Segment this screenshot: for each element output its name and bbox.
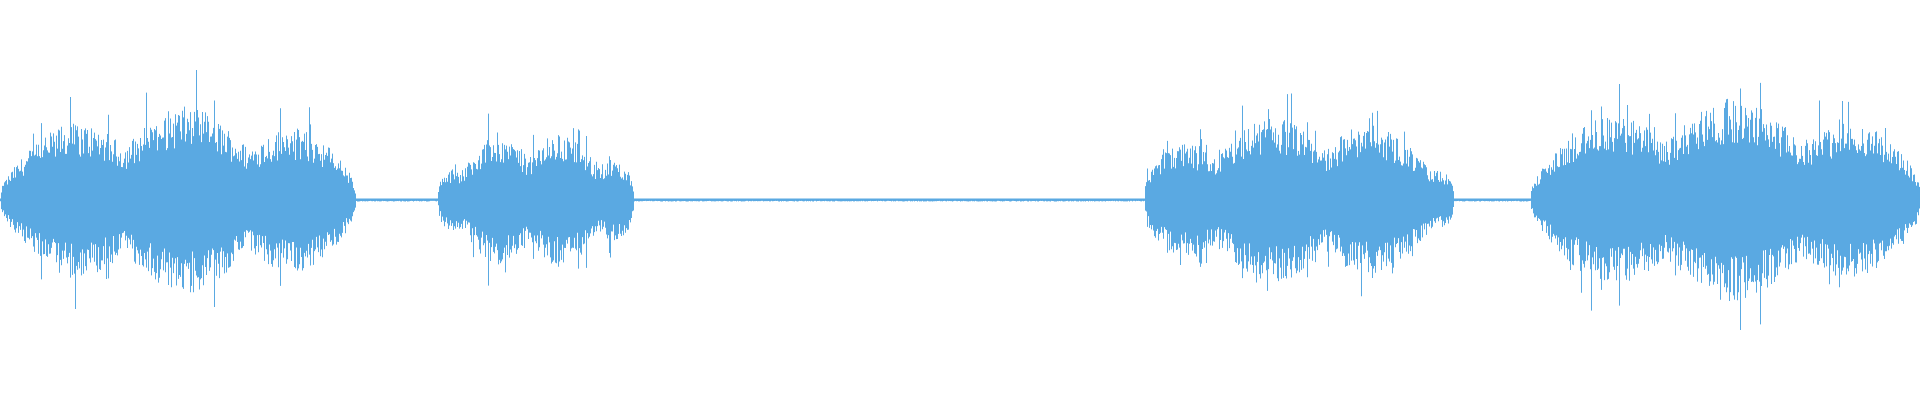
waveform-bars [0, 70, 1920, 330]
